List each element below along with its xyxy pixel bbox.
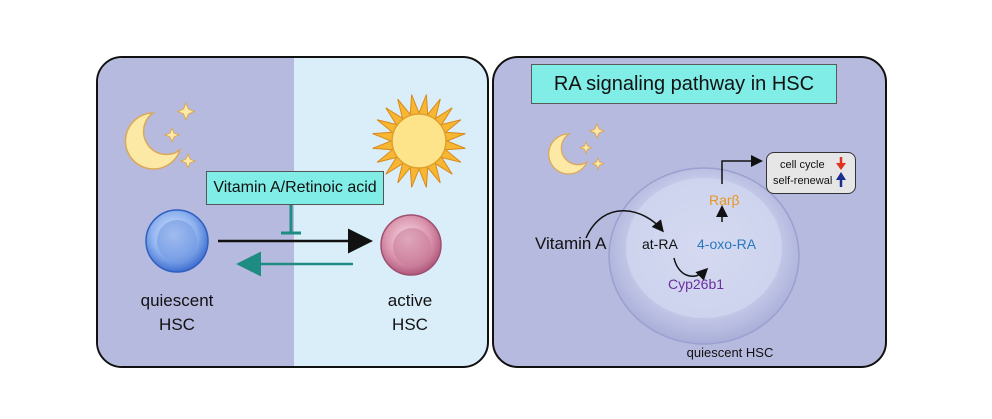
active-hsc-label: active HSC (388, 289, 432, 337)
quiescent-label-line2: HSC (159, 315, 195, 334)
moon-stars-icon (548, 122, 606, 175)
active-label-line1: active (387, 291, 433, 310)
down-arrow-icon (836, 157, 846, 170)
quiescent-label-line1: quiescent (140, 291, 214, 310)
outcome-box: cell cycle self-renewal (766, 152, 856, 194)
rarb-to-outcome-arrow (721, 155, 763, 184)
self-renewal-label: self-renewal (773, 175, 833, 187)
oxo-ra-label: 4-oxo-RA (697, 236, 757, 252)
quiescent-hsc-label: quiescent HSC (141, 289, 214, 337)
active-hsc-cell (380, 214, 442, 276)
inhibition-symbol (281, 205, 301, 235)
quiescent-hsc-large-cell (608, 167, 800, 345)
right-panel: RA signaling pathway in HSC Vitamin A at… (492, 56, 887, 368)
moon-stars-icon (124, 101, 197, 170)
rarb-label: Rarβ (709, 192, 740, 208)
at-ra-label: at-RA (642, 236, 678, 252)
vitamin-a-retinoic-acid-label: Vitamin A/Retinoic acid (206, 171, 384, 205)
active-label-line2: HSC (392, 315, 428, 334)
cell-cycle-label: cell cycle (780, 159, 825, 171)
left-panel: Vitamin A/Retinoic acid quiescent HSC ac… (96, 56, 489, 368)
ra-pathway-title: RA signaling pathway in HSC (531, 64, 837, 104)
at-ra-to-oxo-ra-arrow (673, 257, 709, 281)
vitamin-a-label: Vitamin A (535, 234, 607, 253)
quiescent-hsc-cell (145, 209, 209, 273)
vitamin-a-to-at-ra-arrow (585, 210, 664, 239)
quiescent-region (98, 58, 294, 366)
cyp26b1-label: Cyp26b1 (668, 276, 725, 292)
up-arrow-icon (836, 172, 846, 187)
quiescent-hsc-caption: quiescent HSC (686, 345, 774, 360)
sun-icon (372, 94, 466, 188)
